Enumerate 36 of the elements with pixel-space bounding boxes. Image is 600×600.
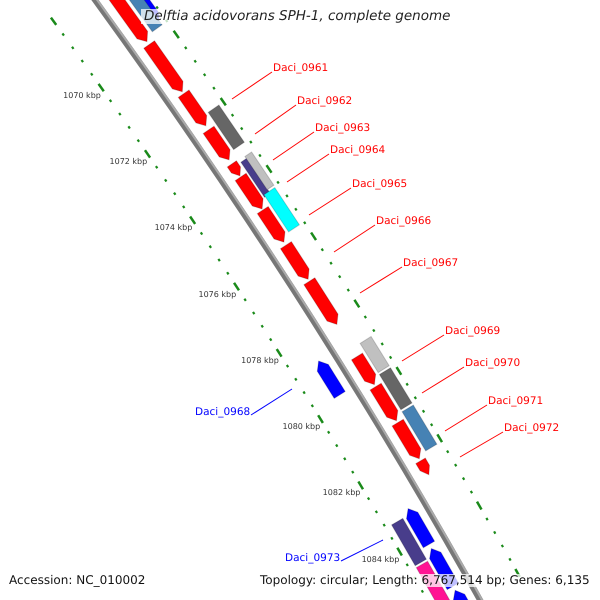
gene-label: Daci_0969 (445, 326, 500, 338)
scale-label: 1074 kbp (154, 224, 192, 234)
leader-line (340, 540, 384, 562)
leader-line (460, 432, 504, 458)
gene-label: Daci_0972 (504, 423, 560, 435)
gene-label: Daci_0961 (273, 63, 328, 75)
leader-line (232, 72, 272, 100)
gene-label: Daci_0963 (315, 123, 370, 135)
leader-line (422, 366, 464, 394)
leader-line (402, 334, 444, 362)
gene-label: Daci_0962 (297, 96, 352, 108)
leader-line (254, 104, 296, 134)
scale-label: 1076 kbp (198, 290, 236, 300)
summary-text: Topology: circular; Length: 6,767,514 bp; Genes: 6,135 (260, 574, 590, 588)
scale-label: 1084 kbp (362, 556, 400, 564)
scale-label: 1082 kbp (322, 489, 360, 498)
leader-line (250, 388, 292, 416)
gene-label: Daci_0965 (352, 179, 408, 191)
scale-label: 1072 kbp (110, 158, 148, 167)
leader-line (360, 266, 402, 294)
accession-text: Accession: NC_010002 (9, 574, 146, 588)
gene-label: Daci_0973 (285, 553, 340, 565)
leader-line (272, 132, 314, 160)
leader-line (286, 154, 330, 182)
gene-label: Daci_0968 (195, 407, 250, 419)
scale-label: 1078 kbp (241, 356, 279, 366)
leader-line (444, 404, 488, 432)
gene-label: Daci_0966 (376, 216, 432, 228)
gene-label: Daci_0967 (403, 258, 458, 270)
leader-line (308, 188, 352, 216)
gene-label: Daci_0964 (330, 145, 386, 157)
scale-label: 1080 kbp (282, 423, 320, 432)
leader-line (334, 224, 376, 252)
scale-label: 1070 kbp (63, 92, 101, 100)
gene-label: Daci_0971 (488, 396, 544, 408)
gene-label: Daci_0970 (465, 358, 520, 370)
